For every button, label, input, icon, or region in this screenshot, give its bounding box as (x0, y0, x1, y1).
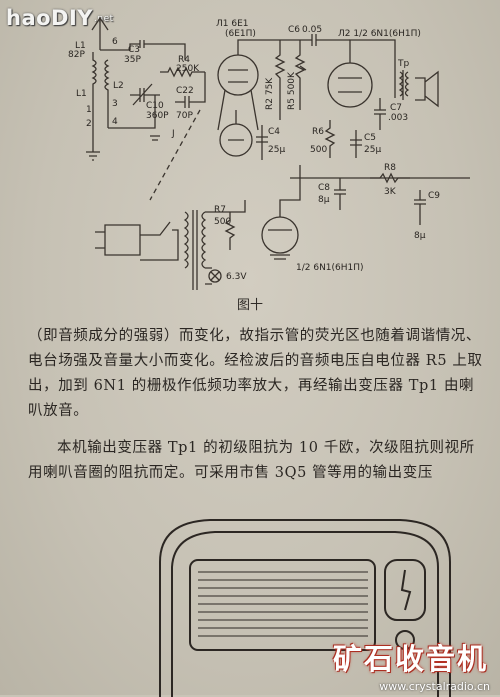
lbl-r5: R5 500K (287, 71, 297, 110)
lbl-tube1b: (6E1П) (225, 29, 256, 39)
figure-caption: 图十 (236, 298, 263, 313)
lbl-r8: R8 (384, 163, 396, 173)
lbl-c10v: 360P (146, 111, 169, 121)
lbl-l1cap: L1 (75, 41, 86, 51)
paragraph-1: （即音频成分的强弱）而变化，故指示管的荧光区也随着调谐情况、电台场强及音量大小而… (28, 328, 483, 419)
lbl-n1: 1 (86, 105, 92, 115)
lbl-c9v: 8μ (414, 231, 426, 241)
lbl-tube1: Л1 6E1 (216, 19, 249, 29)
lbl-r6: R6 (312, 127, 324, 137)
lbl-c7v: .003 (388, 113, 408, 123)
circuit-schematic: 82P L1 C3 35P L2 L1 C10 360P R4 250K C22… (68, 16, 470, 290)
paragraph-2: 本机输出变压器 Tp1 的初级阻抗为 10 千欧，次级阻抗则视所用喇叭音圈的阻抗… (28, 440, 475, 481)
lbl-c10: C10 (146, 101, 164, 111)
lbl-c4v: 25μ (268, 145, 285, 155)
lbl-c5v: 25μ (364, 145, 381, 155)
lbl-c9: C9 (428, 191, 440, 201)
lbl-c22: C22 (176, 86, 194, 96)
lbl-c8: C8 (318, 183, 330, 193)
lbl-tube3: 1/2 6N1(6H1П) (296, 263, 364, 273)
lbl-r4v: 250K (176, 64, 200, 74)
lbl-c1: 82P (68, 50, 85, 60)
lbl-c6: C6 (288, 25, 300, 35)
lbl-c7: C7 (390, 103, 402, 113)
lbl-r8v: 3K (384, 187, 397, 197)
lbl-c3: C3 (128, 45, 140, 55)
lbl-c3v: 35P (124, 55, 141, 65)
lbl-c4: C4 (268, 127, 280, 137)
lbl-c6v: 0.05 (302, 25, 322, 35)
watermark-main: haoDIY (6, 6, 93, 30)
radio-illustration (159, 519, 451, 697)
lbl-c8v: 8μ (318, 195, 330, 205)
lbl-l1: L1 (76, 89, 87, 99)
lbl-l2: L2 (113, 81, 124, 91)
lbl-tube2: Л2 1/2 6N1(6H1П) (338, 29, 421, 39)
lbl-n3: 3 (112, 99, 118, 109)
site-watermark-top: haoDIY.net (6, 6, 114, 30)
lbl-n4: 4 (112, 117, 118, 127)
lbl-tp: Tp (397, 59, 409, 69)
lbl-c22v: 70P (176, 111, 193, 121)
site-watermark-brand: 矿石收音机 (332, 642, 488, 676)
lbl-r4: R4 (178, 55, 190, 65)
watermark-suffix: .net (94, 14, 114, 24)
lbl-r6v: 500 (310, 145, 327, 155)
lbl-63v: 6.3V (226, 272, 247, 282)
lbl-n2: 2 (86, 119, 92, 129)
lbl-r2: R2 75K (265, 77, 275, 110)
lbl-r7v: 500 (214, 217, 231, 227)
lbl-c5: C5 (364, 133, 376, 143)
site-watermark-url: www.crystalradio.cn (379, 680, 490, 693)
lbl-n6: 6 (112, 37, 118, 47)
lbl-r7: R7 (214, 205, 226, 215)
lbl-j: J (171, 129, 175, 139)
